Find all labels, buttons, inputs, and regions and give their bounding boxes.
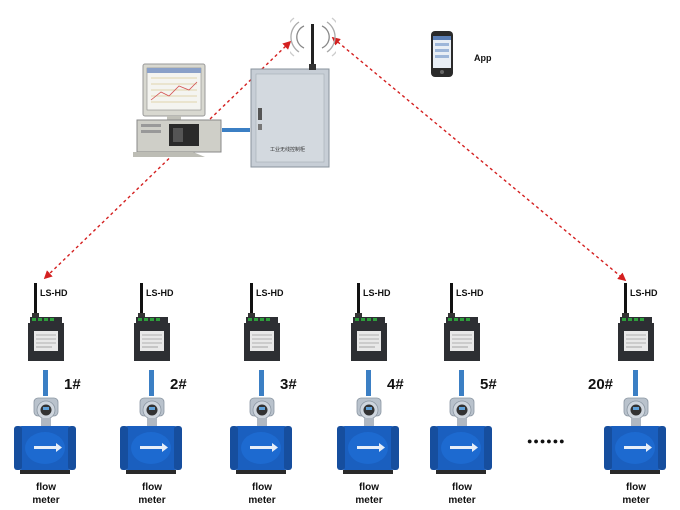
signal-cable bbox=[366, 370, 371, 396]
wireless-gateway-icon bbox=[244, 283, 280, 361]
wireless-gateway-icon bbox=[351, 283, 387, 361]
meter-line-1: flow bbox=[36, 482, 56, 493]
station-number: 3# bbox=[280, 376, 297, 393]
flow-meter-icon bbox=[14, 397, 76, 474]
signal-cable bbox=[259, 370, 264, 396]
link-right bbox=[331, 36, 627, 282]
gateway-label: LS-HD bbox=[40, 288, 68, 298]
meter-line-1: flow bbox=[452, 482, 472, 493]
wireless-gateway-icon bbox=[28, 283, 64, 361]
antenna-signal-icon bbox=[290, 17, 336, 70]
flow-meter-icon bbox=[604, 397, 666, 474]
flow-meter-label: flow meter bbox=[122, 481, 182, 507]
wireless-gateway-icon bbox=[134, 283, 170, 361]
cabinet-label: 工业无线控制柜 bbox=[270, 147, 306, 153]
flow-meter-icon bbox=[230, 397, 292, 474]
gateway-label: LS-HD bbox=[146, 288, 174, 298]
ellipsis-dots: ●●●●●● bbox=[527, 436, 566, 446]
gateway-label: LS-HD bbox=[630, 288, 658, 298]
station-number: 20# bbox=[588, 376, 614, 393]
meter-line-1: flow bbox=[359, 482, 379, 493]
flow-meter-icon bbox=[337, 397, 399, 474]
gateway-label: LS-HD bbox=[256, 288, 284, 298]
meter-line-2: meter bbox=[248, 495, 276, 506]
flow-meter-icon bbox=[430, 397, 492, 474]
meter-line-1: flow bbox=[252, 482, 272, 493]
flow-meter-label: flow meter bbox=[16, 481, 76, 507]
flow-meter-icon bbox=[120, 397, 182, 474]
station-number: 2# bbox=[170, 376, 187, 393]
flow-meter-label: flow meter bbox=[339, 481, 399, 507]
computer-icon bbox=[133, 63, 222, 157]
signal-cable bbox=[633, 370, 638, 396]
wireless-gateway-icon bbox=[618, 283, 654, 361]
flow-meter-label: flow meter bbox=[606, 481, 666, 507]
gateway-label: LS-HD bbox=[363, 288, 391, 298]
meter-line-1: flow bbox=[142, 482, 162, 493]
station-number: 4# bbox=[387, 376, 404, 393]
meter-line-2: meter bbox=[448, 495, 476, 506]
meter-line-2: meter bbox=[32, 495, 60, 506]
signal-cable bbox=[459, 370, 464, 396]
flow-meter-label: flow meter bbox=[432, 481, 492, 507]
signal-cable bbox=[149, 370, 154, 396]
station-number: 5# bbox=[480, 376, 497, 393]
gateway-label: LS-HD bbox=[456, 288, 484, 298]
control-cabinet-icon bbox=[250, 68, 330, 168]
station-number: 1# bbox=[64, 376, 81, 393]
meter-line-1: flow bbox=[626, 482, 646, 493]
flow-meter-label: flow meter bbox=[232, 481, 292, 507]
meter-line-2: meter bbox=[622, 495, 650, 506]
link-left bbox=[43, 40, 292, 280]
meter-line-2: meter bbox=[355, 495, 383, 506]
ethernet-cable bbox=[222, 128, 250, 132]
meter-line-2: meter bbox=[138, 495, 166, 506]
app-label: App bbox=[474, 53, 492, 63]
smartphone-icon bbox=[431, 31, 453, 77]
wireless-gateway-icon bbox=[444, 283, 480, 361]
signal-cable bbox=[43, 370, 48, 396]
